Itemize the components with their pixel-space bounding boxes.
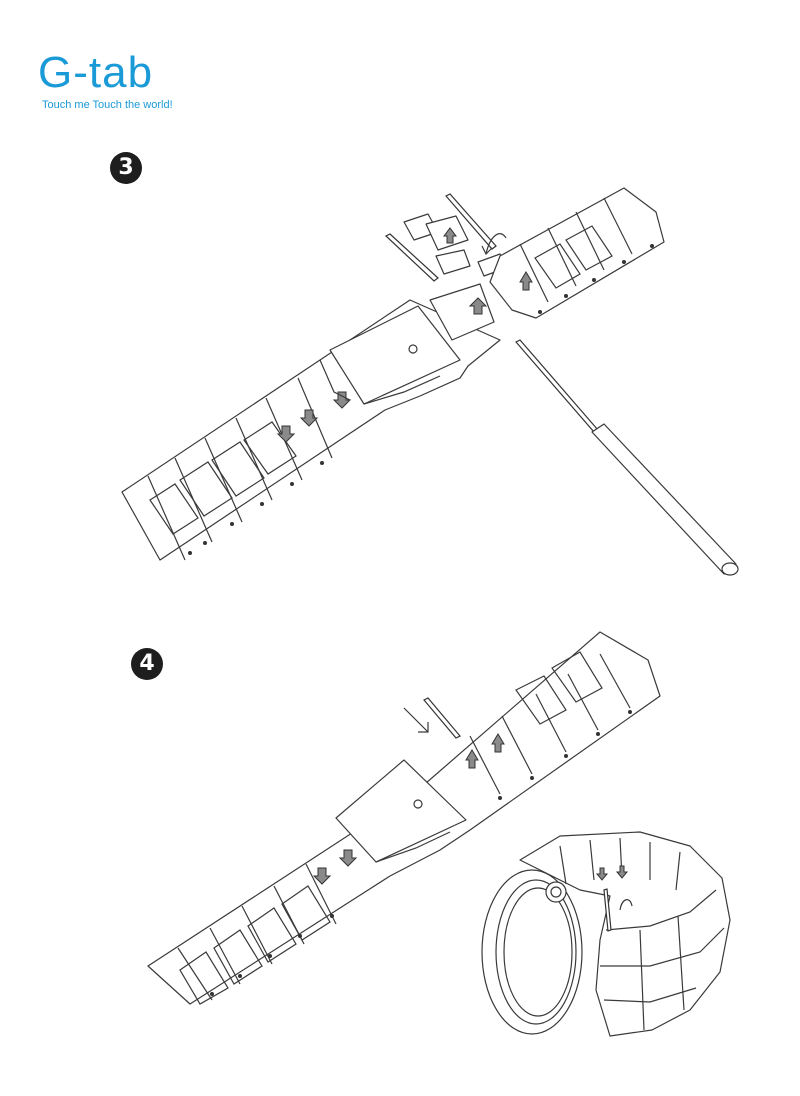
bracelet-section-right (489, 187, 665, 319)
clasp-step-3 (319, 305, 461, 405)
brand-logo: G-tab Touch me Touch the world! (38, 48, 198, 118)
insert-arrow (403, 707, 429, 733)
pin-left (384, 233, 439, 282)
step-4-badge: 4 (131, 648, 163, 680)
links-near-clasp (429, 283, 495, 341)
logo-tagline: Touch me Touch the world! (42, 99, 173, 111)
clasp-step-4 (335, 759, 467, 863)
step-3-illustration (121, 187, 739, 576)
pin-removal-tool (515, 339, 739, 576)
logo-wordmark: G-tab (38, 48, 154, 97)
pin-right (445, 193, 497, 250)
rotate-arrow-step-3 (485, 233, 507, 255)
step-3-badge: 3 (110, 152, 142, 184)
pin-insert (423, 697, 461, 739)
removed-links (403, 213, 507, 277)
step-4-illustration (147, 631, 661, 1005)
watch-inset (481, 831, 731, 1037)
